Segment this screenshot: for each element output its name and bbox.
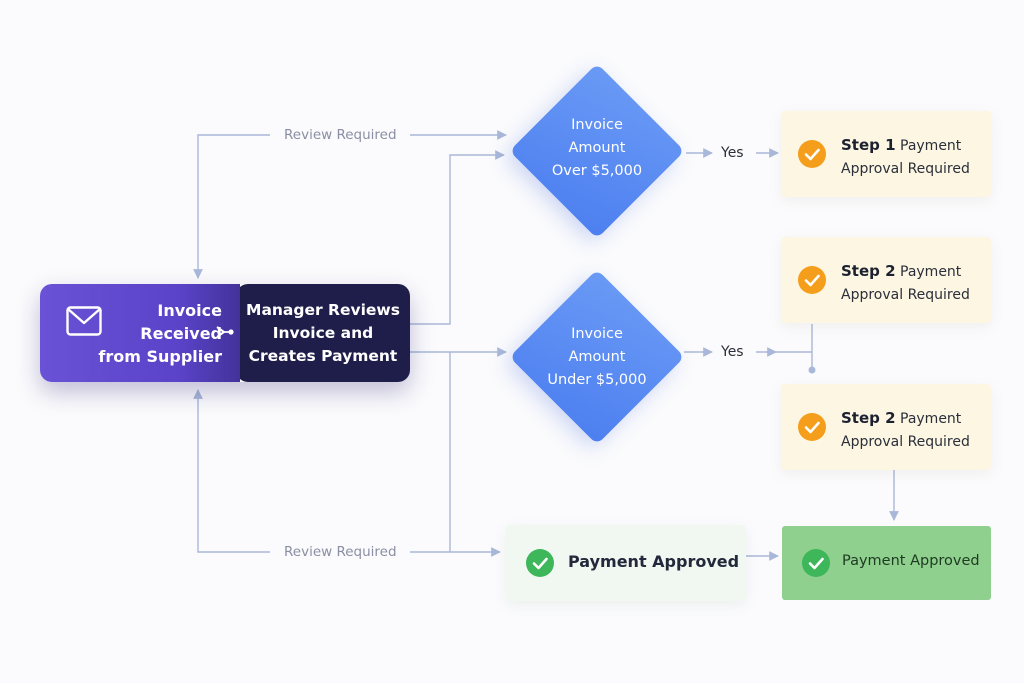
decision-under-line-2: Amount — [568, 349, 626, 365]
decision-over-line-3: Over $5,000 — [551, 163, 643, 179]
decision-under-label: Invoice Amount Under $5,000 — [512, 323, 682, 392]
connector-arrow-icon — [216, 326, 234, 338]
card-step-2-upper-sub: Approval Required — [841, 287, 970, 303]
check-circle-icon — [802, 549, 830, 577]
edge-review-bottom-left — [193, 389, 270, 553]
card-step-1-number: Step 1 — [841, 136, 896, 154]
payment-approved-dark-label: Payment Approved — [842, 553, 980, 569]
card-step-2-upper-word: Payment — [900, 264, 962, 280]
payment-approved-light-label: Payment Approved — [568, 552, 740, 571]
card-step-2-lower-text: Step 2 Payment Approval Required — [841, 407, 986, 454]
junction-dot — [808, 366, 816, 374]
node-payment-approved-dark[interactable]: Payment Approved — [782, 526, 991, 600]
manager-line-3: Creates Payment — [248, 346, 398, 365]
label-yes-top: Yes — [721, 145, 744, 161]
card-step-1-word: Payment — [900, 138, 962, 154]
edge-review-top-left — [193, 134, 270, 279]
manager-label: Manager Reviews Invoice and Creates Paym… — [246, 299, 400, 368]
start-line-2: Received — [140, 323, 222, 343]
decision-under-line-3: Under $5,000 — [547, 372, 647, 388]
check-circle-icon — [526, 549, 554, 577]
label-review-required-bottom: Review Required — [278, 544, 403, 560]
card-step-1-sub: Approval Required — [841, 161, 970, 177]
check-circle-icon — [798, 266, 826, 294]
envelope-icon — [66, 306, 102, 336]
decision-over-label: Invoice Amount Over $5,000 — [512, 114, 682, 183]
card-step-1[interactable]: Step 1 Payment Approval Required — [781, 111, 991, 197]
label-yes-bottom: Yes — [721, 344, 744, 360]
edge-manager-over — [410, 150, 505, 325]
check-circle-icon — [798, 140, 826, 168]
card-step-2-upper-text: Step 2 Payment Approval Required — [841, 260, 986, 307]
start-manager-block[interactable]: Invoice Received from Supplier Manager R… — [40, 284, 410, 382]
card-step-2-upper-number: Step 2 — [841, 262, 896, 280]
start-label: Invoice Received from Supplier — [62, 284, 222, 382]
manager-line-2: Invoice and — [272, 323, 374, 342]
decision-over-line-2: Amount — [568, 140, 626, 156]
decision-over-line-1: Invoice — [571, 117, 623, 133]
start-line-3: from Supplier — [98, 346, 222, 366]
card-step-2-lower-sub: Approval Required — [841, 434, 970, 450]
card-step-2-upper[interactable]: Step 2 Payment Approval Required — [781, 237, 991, 323]
node-payment-approved-light[interactable]: Payment Approved — [506, 525, 746, 601]
node-invoice-received[interactable]: Invoice Received from Supplier — [40, 284, 240, 382]
check-circle-icon — [798, 413, 826, 441]
decision-under-line-1: Invoice — [571, 326, 623, 342]
label-review-required-top: Review Required — [278, 127, 403, 143]
start-line-1: Invoice — [157, 300, 222, 320]
card-step-1-text: Step 1 Payment Approval Required — [841, 134, 986, 181]
manager-line-1: Manager Reviews — [246, 300, 400, 319]
card-step-2-lower-word: Payment — [900, 411, 962, 427]
node-manager-reviews[interactable]: Manager Reviews Invoice and Creates Paym… — [236, 284, 410, 382]
card-step-2-lower-number: Step 2 — [841, 409, 896, 427]
card-step-2-lower[interactable]: Step 2 Payment Approval Required — [781, 384, 991, 470]
